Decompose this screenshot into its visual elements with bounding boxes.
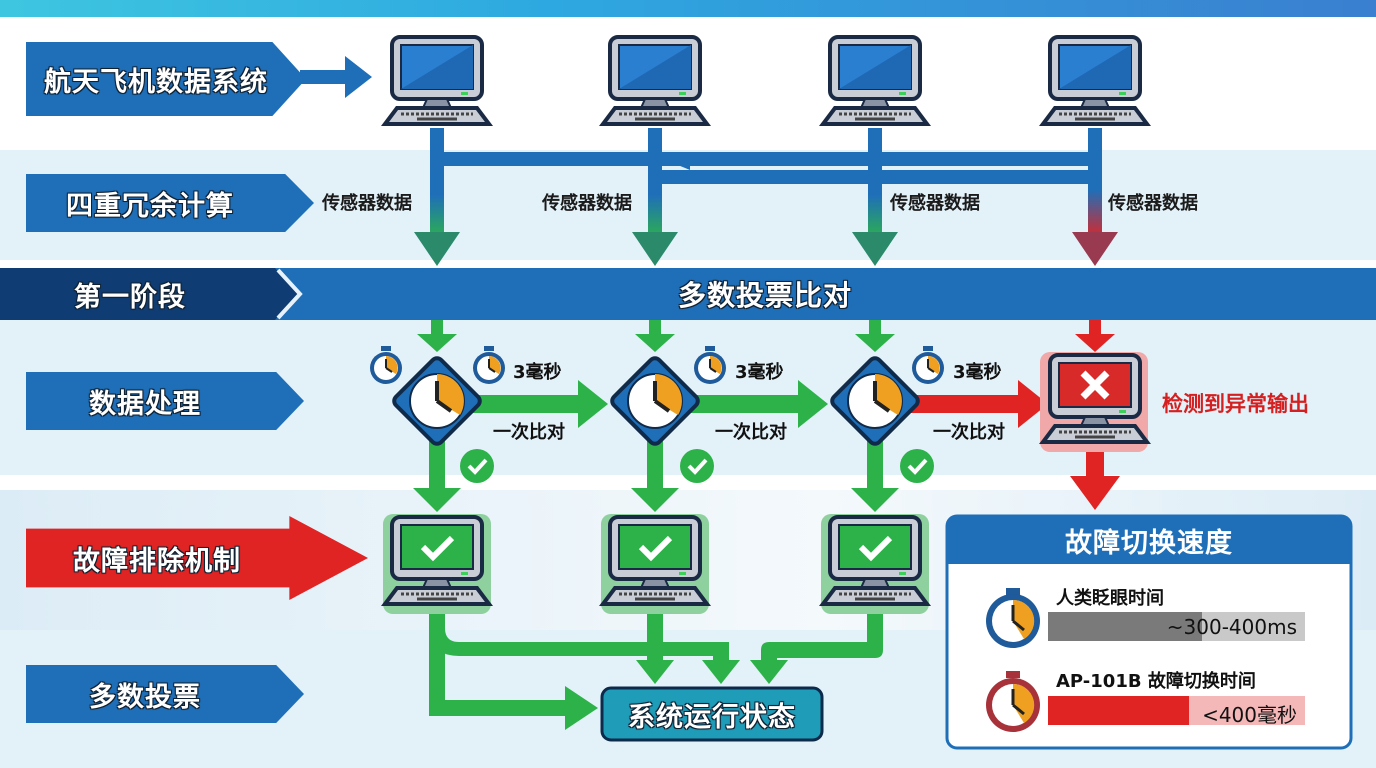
compare-label-2: 一次比对 <box>715 422 787 443</box>
compare-arrows <box>470 380 1048 428</box>
sensor-flow-2 <box>632 128 678 266</box>
healthy-computer-2 <box>601 514 709 614</box>
vote-flows <box>429 614 883 730</box>
check-badge-icon <box>900 449 934 483</box>
label-majority-vote: 多数投票 <box>26 665 304 723</box>
speed-bar-2: <400毫秒 <box>1048 696 1305 727</box>
x-icon <box>1080 370 1110 400</box>
computer-icon-3 <box>821 35 929 126</box>
label-stage: 第一阶段 <box>74 281 186 313</box>
sensor-bus <box>440 152 1100 184</box>
stage-banner: 多数投票比对 <box>677 279 852 312</box>
verify-flows <box>413 440 899 512</box>
computer-icon-4 <box>1041 35 1149 126</box>
top-banner <box>0 0 1376 17</box>
sensor-label-4: 传感器数据 <box>1108 193 1198 214</box>
stopwatch-blue-icon <box>986 588 1040 648</box>
computer-icon-2 <box>601 35 709 126</box>
sensor-flow-3 <box>852 128 898 266</box>
stopwatch-red-icon <box>986 671 1040 732</box>
fault-computer <box>1040 352 1149 452</box>
status-box: 系统运行状态 <box>628 701 796 733</box>
speed-item-2-value: <400毫秒 <box>1202 703 1297 727</box>
compare-label-1: 一次比对 <box>493 422 565 443</box>
sensor-flow-4 <box>1072 128 1118 266</box>
comparator-3 <box>827 353 923 449</box>
stopwatch-icon <box>472 345 506 385</box>
fault-outflow <box>1070 448 1120 510</box>
computer-icon-1 <box>383 35 491 126</box>
comparator-2 <box>607 353 703 449</box>
sensor-label-3: 传感器数据 <box>890 193 980 214</box>
fault-detected-label: 检测到异常输出 <box>1162 392 1309 416</box>
status-box-bg <box>600 686 824 742</box>
label-processing: 数据处理 <box>26 372 304 430</box>
check-badge-icon <box>680 449 714 483</box>
compare-time-1: 3毫秒 <box>513 362 562 383</box>
check-icon <box>638 535 673 562</box>
compare-label-3: 一次比对 <box>933 422 1005 443</box>
stage-tab <box>0 268 298 320</box>
check-badge-icon <box>460 449 494 483</box>
sensor-label-2: 传感器数据 <box>542 193 632 214</box>
check-icon <box>858 535 893 562</box>
speed-bar-1: ~300-400ms <box>1048 612 1305 641</box>
speed-bar-2-fill <box>1048 696 1190 725</box>
label-fault-mechanism: 故障排除机制 <box>26 516 368 600</box>
speed-bar-1-fill <box>1048 612 1203 641</box>
speed-item-2-label: AP-101B 故障切换时间 <box>1056 671 1256 692</box>
stage-outflows <box>417 320 895 352</box>
compare-time-3: 3毫秒 <box>953 362 1002 383</box>
label-redundancy: 四重冗余计算 <box>26 174 314 232</box>
label-system: 航天飞机数据系统 <box>26 42 306 116</box>
comparator-1 <box>389 353 485 449</box>
speed-panel-title: 故障切换速度 <box>1065 527 1233 559</box>
sensor-label-1: 传感器数据 <box>322 193 412 214</box>
compare-time-2: 3毫秒 <box>735 362 784 383</box>
healthy-computer-3 <box>821 514 929 614</box>
fault-inflow <box>1075 320 1115 352</box>
stopwatch-icon <box>693 345 727 385</box>
speed-item-1-label: 人类眨眼时间 <box>1056 588 1164 609</box>
system-connector <box>300 70 348 84</box>
stopwatch-icon <box>369 345 403 385</box>
speed-item-1-value: ~300-400ms <box>1166 615 1297 639</box>
check-icon <box>420 535 455 562</box>
healthy-computer-1 <box>383 514 491 614</box>
sensor-flow-1 <box>414 128 460 266</box>
stopwatch-icon <box>911 345 945 385</box>
